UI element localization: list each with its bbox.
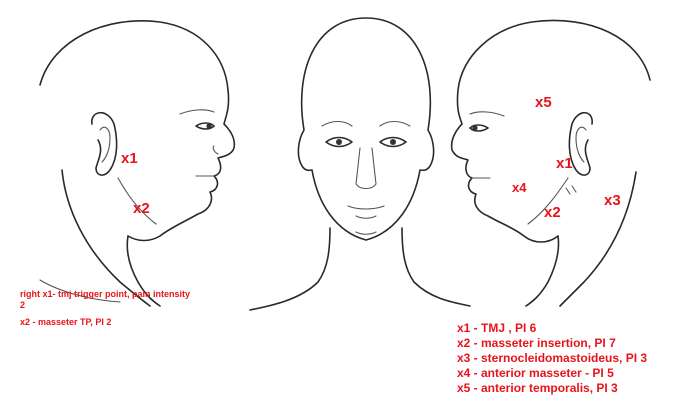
frontal-neck-left (250, 228, 330, 310)
right-profile-iris (206, 123, 211, 128)
frontal-head-outline (298, 18, 433, 240)
right-view-marker-x2: x2 (544, 205, 561, 220)
frontal-brow-right (380, 122, 410, 127)
left-view-marker-x2: x2 (133, 201, 150, 216)
right-legend-line-4: x4 - anterior masseter - PI 5 (457, 366, 675, 381)
frontal-lower-lip (356, 216, 376, 218)
right-legend-line-1: x1 - TMJ , PI 6 (457, 321, 675, 336)
left-legend-line-1: right x1- tmj trigger point, pain intens… (20, 289, 190, 311)
right-profile-ear (92, 113, 117, 175)
frontal-iris-right (390, 139, 396, 145)
frontal-neck-right (402, 228, 470, 306)
left-profile-head (452, 20, 650, 306)
left-profile-ear (569, 113, 592, 175)
left-profile-ear-inner (576, 127, 586, 162)
right-legend-line-5: x5 - anterior temporalis, PI 3 (457, 381, 675, 396)
right-profile-brow (180, 110, 214, 114)
frontal-iris-left (336, 139, 342, 145)
frontal-head (250, 18, 470, 310)
left-legend-line-2: x2 - masseter TP, PI 2 (20, 317, 190, 328)
right-legend-line-3: x3 - sternocleidomastoideus, PI 3 (457, 351, 675, 366)
frontal-mouth (348, 206, 384, 209)
right-view-marker-x1: x1 (556, 156, 573, 171)
frontal-chin (356, 232, 376, 234)
left-view-marker-x1: x1 (121, 151, 138, 166)
left-profile-masseter-mark-2 (572, 186, 576, 192)
left-view-legend: right x1- tmj trigger point, pain intens… (20, 289, 190, 328)
left-profile-neck-back (560, 172, 636, 306)
right-view-legend: x1 - TMJ , PI 6 x2 - masseter insertion,… (457, 321, 675, 396)
right-legend-line-2: x2 - masseter insertion, PI 7 (457, 336, 675, 351)
right-profile-neck-back (62, 170, 150, 306)
right-profile-ear-inner (100, 127, 110, 162)
left-profile-iris (472, 125, 477, 130)
left-profile-neck-front (526, 236, 559, 306)
right-profile-nostril (213, 146, 218, 154)
left-profile-brow (470, 112, 504, 116)
right-view-marker-x4: x4 (512, 181, 526, 194)
frontal-nose (356, 148, 376, 189)
right-view-marker-x3: x3 (604, 193, 621, 208)
left-profile-masseter-mark-1 (566, 188, 570, 194)
frontal-brow-left (322, 122, 352, 127)
right-view-marker-x5: x5 (535, 95, 552, 110)
